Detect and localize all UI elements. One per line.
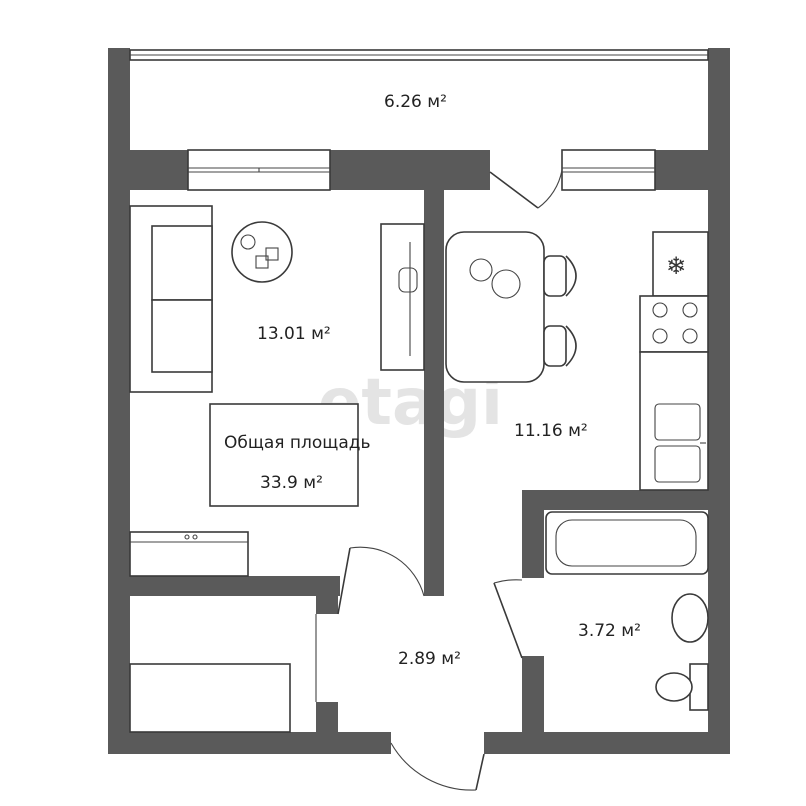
door-balcony <box>489 169 563 209</box>
kitchen-counter <box>639 351 709 491</box>
hall-area-label: 2.89 м² <box>398 649 461 669</box>
living-area-label: 13.01 м² <box>257 324 331 344</box>
toilet-icon <box>655 663 709 711</box>
bathtub-icon <box>545 511 709 575</box>
sofa <box>129 205 213 393</box>
window-kitchen <box>561 149 656 191</box>
washbasin-icon <box>671 593 709 643</box>
stove-icon <box>639 295 709 353</box>
window-living <box>187 149 331 191</box>
door-hall-living <box>337 546 425 615</box>
fridge-snowflake-icon: ❄ <box>652 231 709 297</box>
svg-text:❄: ❄ <box>666 252 686 280</box>
door-bathroom <box>493 579 523 659</box>
balcony-area-label: 6.26 м² <box>384 92 447 112</box>
total-area-box <box>209 403 359 507</box>
total-area-value: 33.9 м² <box>260 473 323 493</box>
sink-icon <box>654 403 706 483</box>
door-entrance <box>390 742 485 791</box>
total-area-label: Общая площадь <box>224 433 371 453</box>
chair-top <box>543 255 577 297</box>
tv-cabinet <box>380 223 425 371</box>
chair-bottom <box>543 325 577 367</box>
walls <box>108 48 730 754</box>
plant-icon <box>231 221 293 283</box>
wardrobe <box>129 663 291 733</box>
kitchen-area-label: 11.16 м² <box>514 421 588 441</box>
bathroom-area-label: 3.72 м² <box>578 621 641 641</box>
desk <box>129 531 249 577</box>
dining-table <box>445 231 545 383</box>
balcony-railing <box>129 49 709 61</box>
